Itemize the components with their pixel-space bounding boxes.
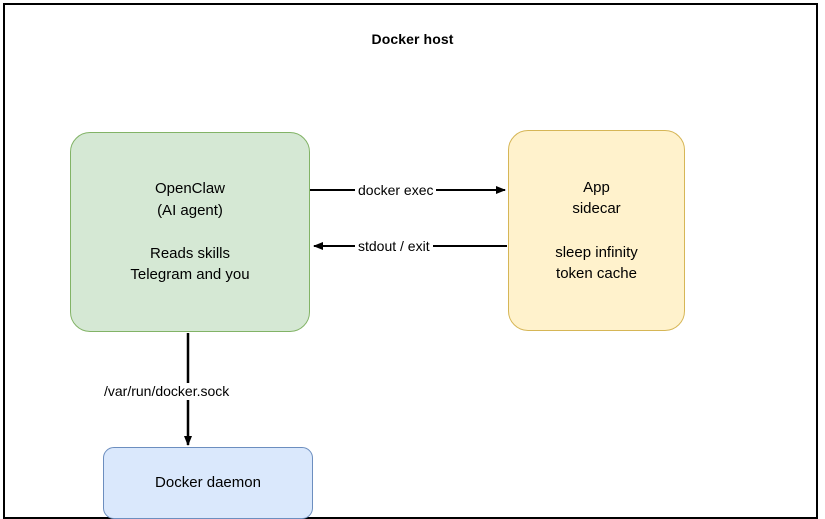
openclaw-detail-line-1: Reads skills	[149, 245, 231, 262]
edge-label-docker-sock: /var/run/docker.sock	[100, 383, 234, 400]
sidecar-name: App	[583, 178, 610, 196]
openclaw-subtitle: (AI agent)	[157, 201, 223, 219]
openclaw-detail-line-2: Telegram and you	[130, 266, 250, 284]
node-app-sidecar[interactable]: App sidecar sleep infinity token cache	[508, 130, 685, 331]
daemon-name: Docker daemon	[155, 474, 261, 492]
sidecar-detail-line-2: token cache	[556, 264, 637, 282]
sidecar-subtitle: sidecar	[572, 200, 621, 218]
edge-label-stdout-exit: stdout / exit	[355, 238, 433, 255]
edge-label-docker-exec: docker exec	[355, 182, 437, 199]
sidecar-detail-line-1: sleep infinity	[555, 243, 638, 261]
node-docker-daemon[interactable]: Docker daemon	[103, 447, 313, 519]
openclaw-name: OpenClaw	[154, 180, 226, 198]
page-title: Docker host	[371, 31, 454, 47]
node-openclaw[interactable]: OpenClaw (AI agent) Reads skills Telegra…	[70, 132, 310, 332]
